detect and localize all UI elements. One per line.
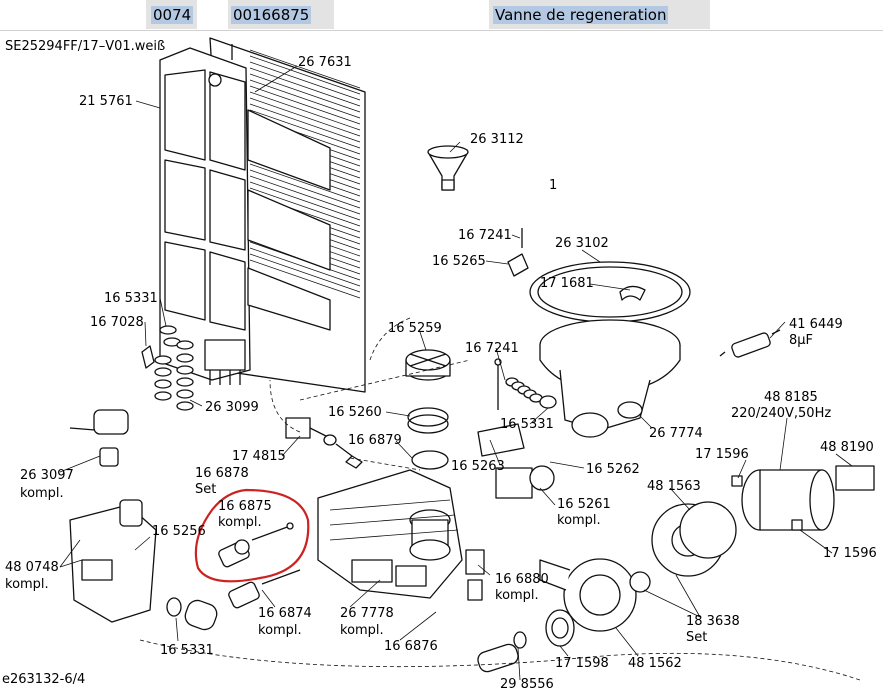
part-label[interactable]: 16 7241 bbox=[458, 228, 512, 243]
float-switch-part bbox=[405, 349, 451, 381]
part-label[interactable]: 16 5331 bbox=[104, 291, 158, 306]
funnel-part bbox=[427, 145, 469, 191]
part-label[interactable]: 26 7631 bbox=[298, 55, 352, 70]
part-label[interactable]: 48 8190 bbox=[820, 440, 874, 455]
part-label[interactable]: 16 5256 bbox=[152, 524, 206, 539]
part-label: Set bbox=[686, 630, 708, 645]
part-label[interactable]: 16 6880 bbox=[495, 572, 549, 587]
part-label[interactable]: 16 6874 bbox=[258, 606, 312, 621]
part-label[interactable]: 48 8185 bbox=[764, 390, 818, 405]
part-label[interactable]: 17 1596 bbox=[695, 447, 749, 462]
valve-block-part bbox=[69, 499, 157, 623]
model-code: SE25294FF/17–V01.weiß bbox=[5, 39, 166, 54]
capacitor-part bbox=[719, 329, 781, 358]
header-bar: 0074 00166875 Vanne de regeneration bbox=[0, 0, 883, 30]
part-label: kompl. bbox=[258, 623, 302, 638]
part-label[interactable]: 26 7778 bbox=[340, 606, 394, 621]
part-number[interactable]: 00166875 bbox=[231, 6, 312, 24]
part-label[interactable]: 16 5262 bbox=[586, 462, 640, 477]
part-label[interactable]: 21 5761 bbox=[79, 94, 133, 109]
part-label[interactable]: 16 5260 bbox=[328, 405, 382, 420]
circulation-pump-part bbox=[539, 558, 637, 632]
part-label: kompl. bbox=[340, 623, 384, 638]
part-label[interactable]: 26 3099 bbox=[205, 400, 259, 415]
water-softener-part bbox=[317, 469, 463, 599]
header-divider bbox=[0, 30, 883, 31]
spring-stack-part bbox=[154, 325, 194, 411]
part-label[interactable]: 16 6878 bbox=[195, 466, 249, 481]
part-label[interactable]: 17 1598 bbox=[555, 656, 609, 671]
sump-part bbox=[539, 319, 681, 438]
part-label[interactable]: 41 6449 bbox=[789, 317, 843, 332]
part-label[interactable]: 17 1596 bbox=[823, 546, 877, 561]
sump-lid-part bbox=[529, 261, 691, 323]
part-label[interactable]: 18 3638 bbox=[686, 614, 740, 629]
part-label: 8µF bbox=[789, 333, 814, 348]
figure-number: 1 bbox=[549, 178, 558, 193]
part-label[interactable]: 16 5263 bbox=[451, 459, 505, 474]
position-number[interactable]: 0074 bbox=[151, 6, 194, 24]
heater-pump-part bbox=[741, 469, 835, 531]
part-label: kompl. bbox=[20, 486, 64, 501]
highlight-circle bbox=[194, 488, 310, 583]
part-label[interactable]: 16 5259 bbox=[388, 321, 442, 336]
part-label[interactable]: 16 5265 bbox=[432, 254, 486, 269]
part-label[interactable]: 16 6876 bbox=[384, 639, 438, 654]
part-label[interactable]: 26 7774 bbox=[649, 426, 703, 441]
part-label[interactable]: 26 3102 bbox=[555, 236, 609, 251]
part-label: 220/240V,50Hz bbox=[731, 406, 832, 421]
part-label[interactable]: 48 0748 bbox=[5, 560, 59, 575]
highlighted-part-label[interactable]: 16 6875 bbox=[218, 499, 272, 514]
ring-gasket-part bbox=[407, 407, 449, 427]
part-label[interactable]: 16 5261 bbox=[557, 497, 611, 512]
part-label[interactable]: 16 5331 bbox=[500, 417, 554, 432]
part-label[interactable]: 17 1681 bbox=[540, 276, 594, 291]
drawing-reference: e263132-6/4 bbox=[2, 672, 86, 687]
part-label[interactable]: 16 5331 bbox=[160, 643, 214, 658]
part-label[interactable]: 48 1562 bbox=[628, 656, 682, 671]
part-label: kompl. bbox=[5, 577, 49, 592]
brine-container-part bbox=[159, 47, 331, 385]
part-description[interactable]: Vanne de regeneration bbox=[493, 6, 669, 24]
regeneration-valve-part bbox=[218, 522, 301, 609]
part-label: kompl. bbox=[495, 588, 539, 603]
highlighted-part-label-suffix: kompl. bbox=[218, 515, 262, 530]
part-label: kompl. bbox=[557, 513, 601, 528]
part-label[interactable]: 26 3097 bbox=[20, 468, 74, 483]
part-label[interactable]: 48 1563 bbox=[647, 479, 701, 494]
part-label[interactable]: 29 8556 bbox=[500, 677, 554, 692]
part-label[interactable]: 17 4815 bbox=[232, 449, 286, 464]
part-label[interactable]: 26 3112 bbox=[470, 132, 524, 147]
part-label[interactable]: 16 6879 bbox=[348, 433, 402, 448]
part-label[interactable]: 16 7241 bbox=[465, 341, 519, 356]
part-label: Set bbox=[195, 482, 217, 497]
part-label[interactable]: 16 7028 bbox=[90, 315, 144, 330]
